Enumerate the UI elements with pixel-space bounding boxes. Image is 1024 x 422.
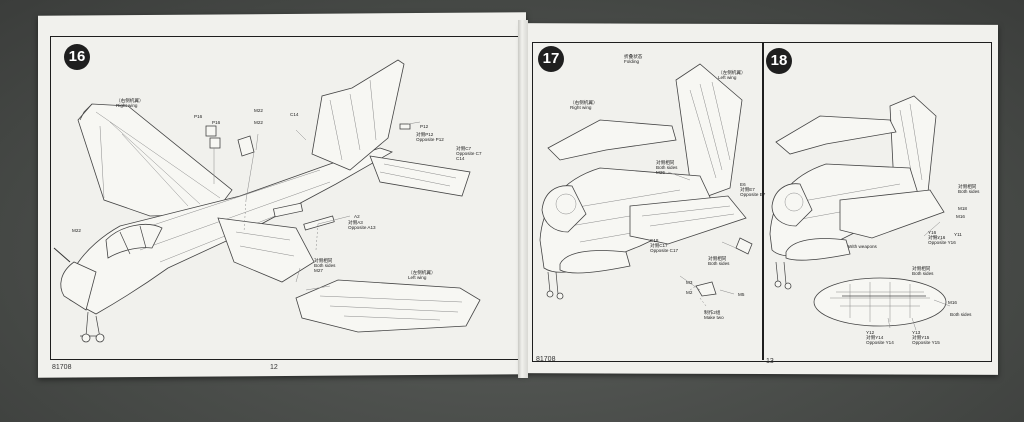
part-label: P12 <box>420 124 429 129</box>
step-number-badge: 16 <box>64 44 90 70</box>
part-label: 对侧相同 Both sides <box>912 266 934 277</box>
part-label: M16 <box>956 214 965 219</box>
part-label: C18 对侧C17 Opposite C17 <box>650 238 679 254</box>
step16-aircraft-drawing <box>53 59 481 343</box>
page-number: 13 <box>766 358 774 365</box>
part-label-en: Right wing <box>116 103 138 109</box>
part-label: 对侧相同 Both sides M26 <box>656 160 678 176</box>
part-label-cn: （右侧机翼） <box>116 98 144 103</box>
part-label: M18 <box>958 206 967 211</box>
part-label: （左侧机翼） Left wing <box>408 270 436 281</box>
part-label: M22 <box>254 108 263 113</box>
part-label: 对侧相同 Both sides M27 <box>314 258 336 274</box>
part-label: Y13 对侧Y15 Opposite Y15 <box>912 330 940 346</box>
part-label: （右侧机翼） Right wing <box>116 98 144 108</box>
part-label: Y12 对侧Y14 Opposite Y14 <box>866 330 894 346</box>
part-label: C14 <box>290 112 299 117</box>
part-label: （左侧机翼） Left wing <box>718 70 746 81</box>
part-label: M3 <box>686 280 693 285</box>
step-number-badge: 18 <box>766 48 792 74</box>
part-label: M5 <box>738 292 745 297</box>
part-label: （右侧机翼） Right wing <box>570 100 598 111</box>
part-label: 折叠状态 Folding <box>624 54 643 65</box>
part-label: Y16 对侧Y16 Opposite Y16 <box>928 230 956 246</box>
part-label: 对侧相同 Both sides <box>958 184 980 195</box>
page-fold <box>518 20 528 378</box>
part-label: P16 <box>212 120 221 125</box>
step-number: 18 <box>770 51 788 69</box>
step-number-badge: 17 <box>538 46 564 72</box>
part-label: 对侧C7 Opposite C7 C14 <box>456 146 482 162</box>
part-label: 对侧P12 Opposite P12 <box>416 132 444 143</box>
step-number: 17 <box>542 49 560 67</box>
kit-code: 81708 <box>536 356 556 363</box>
kit-code: 81708 <box>52 364 72 371</box>
part-label: M16 <box>948 300 957 305</box>
part-label: 制作2组 Make two <box>704 310 724 321</box>
page-number: 12 <box>270 364 278 371</box>
part-label: With weapons <box>848 244 877 249</box>
part-label: 对侧A3 Opposite A13 <box>348 220 376 231</box>
step-divider <box>762 42 764 360</box>
part-label: M22 <box>72 228 81 233</box>
part-label: P16 <box>194 114 203 119</box>
part-label: A2 <box>354 214 360 219</box>
step17-aircraft-drawing <box>539 63 753 307</box>
part-label: E6 对侧E7 Opposite E7 <box>740 182 766 198</box>
part-label: Both sides <box>950 312 972 317</box>
step18-aircraft-drawing <box>769 95 951 331</box>
part-label: Y11 <box>954 232 962 237</box>
part-label: 对侧相同 Both sides <box>708 256 730 267</box>
step-number: 16 <box>68 47 86 65</box>
part-label: M22 <box>254 120 263 125</box>
part-label: M2 <box>686 290 693 295</box>
